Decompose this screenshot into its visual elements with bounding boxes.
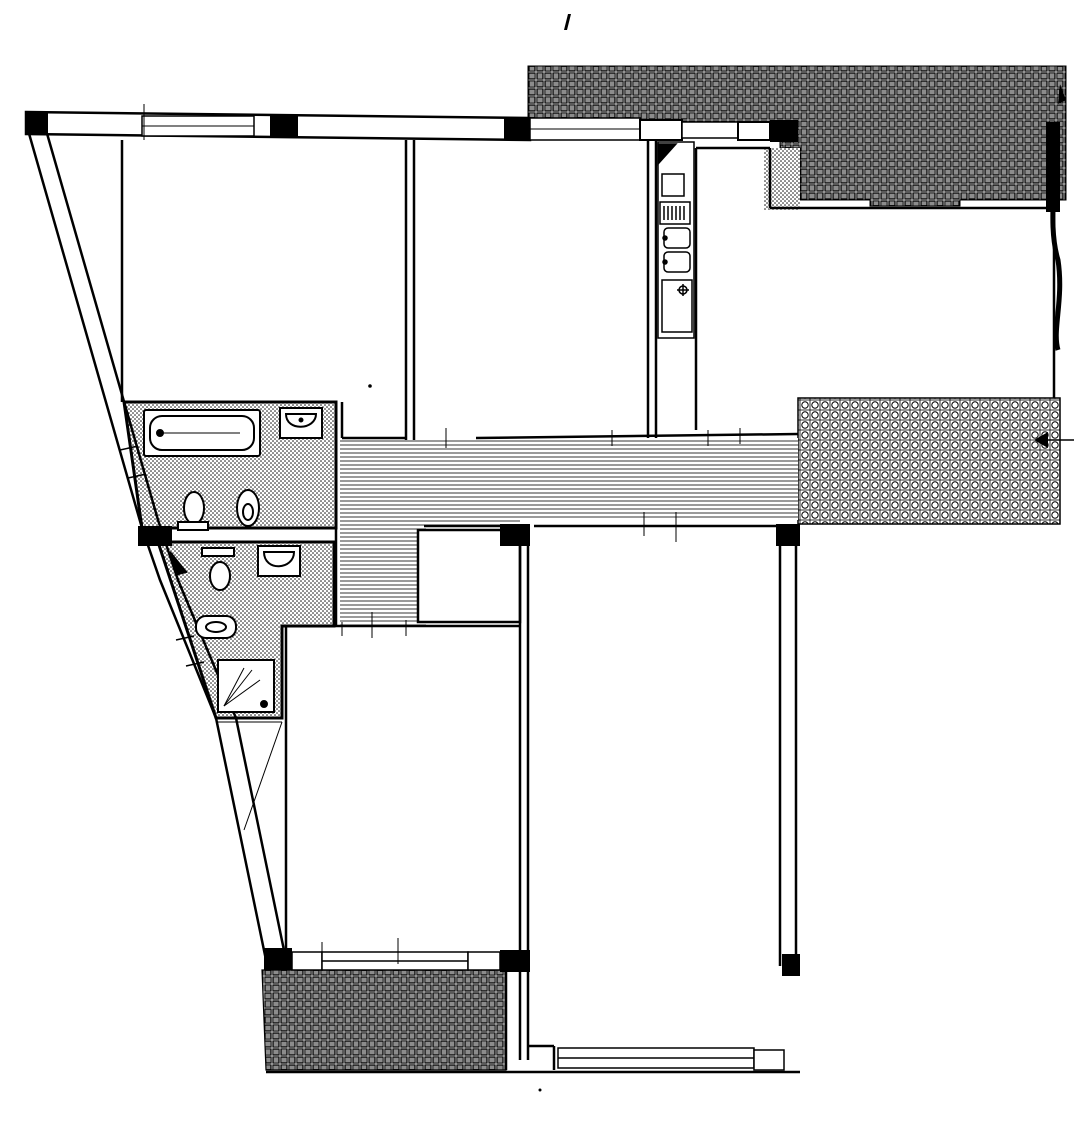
entry-landing	[797, 397, 1061, 525]
toilet-upper	[177, 491, 209, 531]
corridor	[340, 438, 798, 626]
bottom-windows	[291, 951, 785, 1071]
lower-left-terrace	[261, 969, 507, 1071]
bidet-upper	[236, 489, 260, 527]
bathroom-lower-fixtures	[169, 545, 301, 639]
wardrobe-diagonals	[216, 721, 287, 944]
bathtub	[143, 409, 261, 457]
door-jambs	[143, 104, 741, 964]
shower-tray	[217, 659, 275, 713]
entry-arrow-icon	[1034, 432, 1074, 448]
stray-marks	[368, 14, 571, 1092]
washbasin-upper	[279, 407, 323, 439]
structural-columns	[26, 112, 1060, 976]
kitchen-counter	[657, 141, 695, 339]
right-exterior-wall	[1047, 84, 1066, 351]
exterior-slanted-wall	[26, 129, 288, 961]
